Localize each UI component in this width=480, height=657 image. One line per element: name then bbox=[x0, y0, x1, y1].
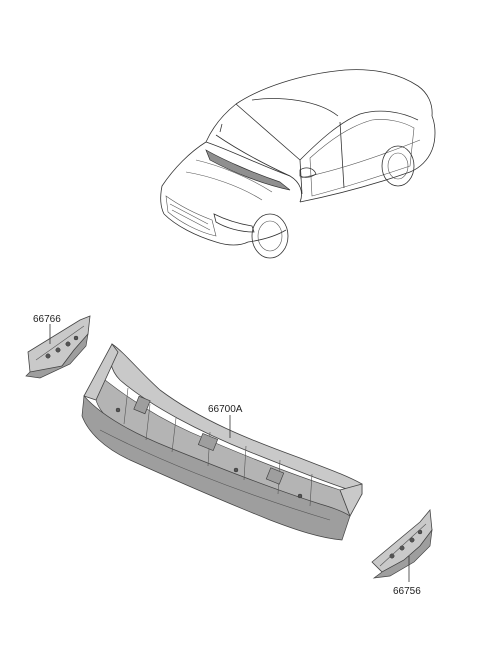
left-bracket-66766 bbox=[25, 315, 91, 379]
part-label-66756: 66756 bbox=[393, 586, 421, 597]
part-label-66766: 66766 bbox=[33, 314, 61, 325]
vehicle-illustration bbox=[160, 69, 436, 259]
right-bracket-66756 bbox=[371, 509, 433, 579]
leader-lines bbox=[49, 324, 410, 582]
cowl-panel-66700A bbox=[81, 343, 363, 541]
part-label-66700A: 66700A bbox=[208, 404, 243, 415]
